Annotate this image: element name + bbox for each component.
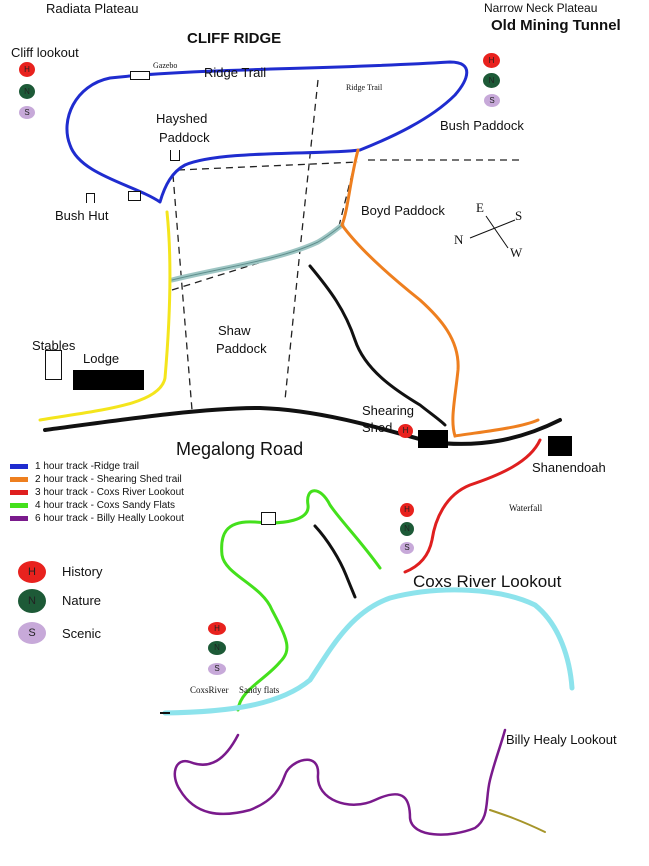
compass-e: E <box>476 200 484 215</box>
label-boyd-paddock: Boyd Paddock <box>361 203 445 218</box>
scenic-icon: S <box>400 542 414 554</box>
nature-icon: N <box>400 522 414 536</box>
hayshed-icon <box>170 150 180 161</box>
billy-healy-spur <box>489 809 546 833</box>
coxs-river <box>162 587 575 716</box>
label-old-mining-tunnel: Old Mining Tunnel <box>491 17 621 34</box>
coxs-river-track <box>403 438 542 574</box>
stables-icon <box>45 350 62 380</box>
gazebo-icon <box>130 71 150 80</box>
history-key-icon: H <box>18 561 46 583</box>
label-narrow-neck-plateau: Narrow Neck Plateau <box>484 1 598 15</box>
legend-label: 6 hour track - Billy Heally Lookout <box>35 513 184 524</box>
compass-s: S <box>515 208 523 223</box>
label-shanendoah: Shanendoah <box>532 460 606 475</box>
billy-healy-track <box>173 728 507 836</box>
history-icon: H <box>400 503 414 517</box>
legend-item: 4 hour track - Coxs Sandy Flats <box>10 500 175 511</box>
label-lodge: Lodge <box>83 351 120 366</box>
key-history-label: History <box>62 564 103 579</box>
label-billy-healy-lookout: Billy Healy Lookout <box>506 732 617 747</box>
label-bush-paddock: Bush Paddock <box>440 118 524 133</box>
label-coxs-river-small: CoxsRiver <box>190 685 229 695</box>
nature-key-icon: N <box>18 589 46 613</box>
label-hayshed-paddock: Paddock <box>159 130 210 145</box>
legend-item: 2 hour track - Shearing Shed trail <box>10 474 182 485</box>
sandy-flats-hut-icon <box>261 512 276 525</box>
boundary-ridge-split <box>284 79 319 401</box>
history-icon: H <box>208 622 226 635</box>
compass-line-ew <box>485 215 509 249</box>
label-gazebo: Gazebo <box>153 61 178 70</box>
legend-swatch <box>10 464 28 469</box>
history-icon: H <box>483 53 500 68</box>
label-shearing: Shearing <box>362 403 415 418</box>
nature-icon: N <box>483 73 500 88</box>
bush-hut-small-icon <box>128 191 141 201</box>
lodge-building-icon <box>73 370 144 390</box>
label-shearing-shed: Shed <box>362 420 393 435</box>
legend-swatch <box>10 516 28 521</box>
legend-item: 3 hour track - Coxs River Lookout <box>10 487 184 498</box>
legend-swatch <box>10 477 28 482</box>
shearing-shed-track <box>340 148 540 438</box>
label-cliff-ridge: CLIFF RIDGE <box>187 30 282 47</box>
legend-label: 4 hour track - Coxs Sandy Flats <box>35 500 176 511</box>
label-sandy-flats: Sandy flats <box>239 685 280 695</box>
boundary-hayshed-left <box>172 174 193 411</box>
history-icon: H <box>398 424 413 438</box>
secondary-path <box>313 524 357 599</box>
legend-item: 1 hour track -Ridge trail <box>10 461 139 472</box>
compass-rose <box>469 215 516 249</box>
nature-icon: N <box>208 641 226 655</box>
yellow-track <box>38 210 172 422</box>
label-cliff-lookout: Cliff lookout <box>11 45 79 60</box>
boundary-hayshed-top <box>177 161 359 171</box>
label-radiata-plateau: Radiata Plateau <box>46 1 139 16</box>
label-coxs-river-lookout: Coxs River Lookout <box>413 572 562 591</box>
scenic-icon: S <box>484 94 500 107</box>
key-nature-label: Nature <box>62 593 102 608</box>
compass-w: W <box>510 245 523 260</box>
label-waterfall: Waterfall <box>509 503 543 513</box>
legend-swatch <box>10 490 28 495</box>
legend-label: 3 hour track - Coxs River Lookout <box>35 487 184 498</box>
creek-edge <box>171 224 343 281</box>
history-icon: H <box>19 62 35 77</box>
shearing-shed-building-icon <box>418 430 448 448</box>
scenic-icon: S <box>19 106 35 119</box>
scenic-key-icon: S <box>18 622 46 644</box>
label-ridge-trail: Ridge Trail <box>204 65 267 80</box>
legend-label: 2 hour track - Shearing Shed trail <box>35 474 182 485</box>
compass-n: N <box>454 232 464 247</box>
label-bush-hut: Bush Hut <box>55 208 109 223</box>
nature-icon: N <box>19 84 35 99</box>
bush-hut-icon <box>86 193 95 203</box>
compass-line-ns <box>469 219 516 239</box>
label-hayshed: Hayshed <box>156 111 208 126</box>
key-scenic-label: Scenic <box>62 626 102 641</box>
label-megalong-road: Megalong Road <box>176 439 304 459</box>
shed-path <box>308 264 447 427</box>
label-ridge-trail-small: Ridge Trail <box>346 83 383 92</box>
label-shaw: Shaw <box>218 323 251 338</box>
legend-item: 6 hour track - Billy Heally Lookout <box>10 513 184 524</box>
shanendoah-building-icon <box>548 436 572 456</box>
megalong-road <box>43 405 562 446</box>
legend-swatch <box>10 503 28 508</box>
legend-label: 1 hour track -Ridge trail <box>35 461 139 472</box>
scenic-icon: S <box>208 663 226 675</box>
label-stables: Stables <box>32 338 76 353</box>
sandy-flats-track <box>220 489 382 712</box>
label-shaw-paddock: Paddock <box>216 341 267 356</box>
ridge-trail-track <box>65 60 469 204</box>
